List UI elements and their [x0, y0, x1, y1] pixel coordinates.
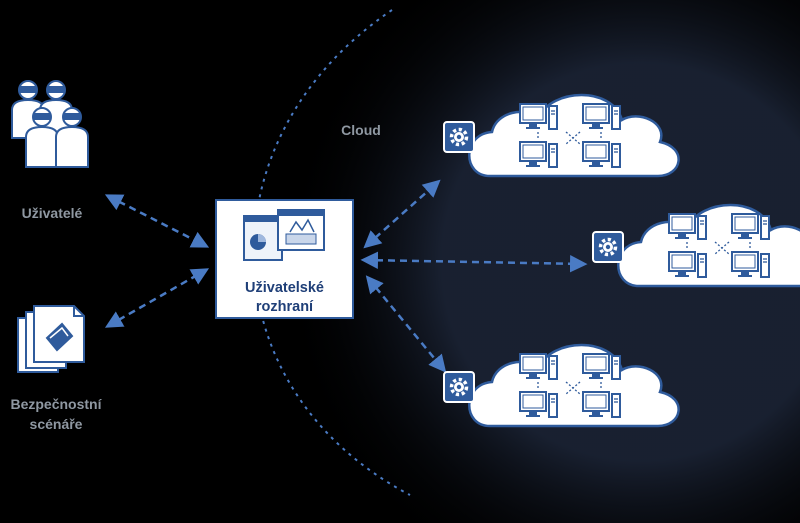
- documents-icon: [17, 305, 85, 373]
- user-interface-box: Uživatelské rozhraní: [215, 199, 354, 319]
- arrow-ui-cloud-bottom: [365, 275, 447, 373]
- connection-arrows: [104, 179, 588, 373]
- user-interface-label-line2: rozhraní: [255, 299, 314, 315]
- users-label: Uživatelé: [21, 205, 83, 221]
- user-interface-label: Uživatelské rozhraní: [217, 279, 352, 317]
- security-scenarios-label: Bezpečnostní scénáře: [0, 394, 112, 434]
- arrow-users-ui: [104, 194, 210, 248]
- arrow-scenarios-ui: [104, 268, 210, 328]
- security-scenarios-label-line1: Bezpečnostní: [10, 396, 102, 412]
- user-interface-label-line1: Uživatelské: [245, 280, 324, 296]
- arrow-ui-cloud-top: [363, 179, 441, 249]
- arrow-ui-cloud-middle: [360, 251, 588, 273]
- security-scenarios-label-line2: scénáře: [29, 416, 83, 432]
- users-icon: [11, 80, 89, 168]
- cloud-label: Cloud: [341, 122, 381, 138]
